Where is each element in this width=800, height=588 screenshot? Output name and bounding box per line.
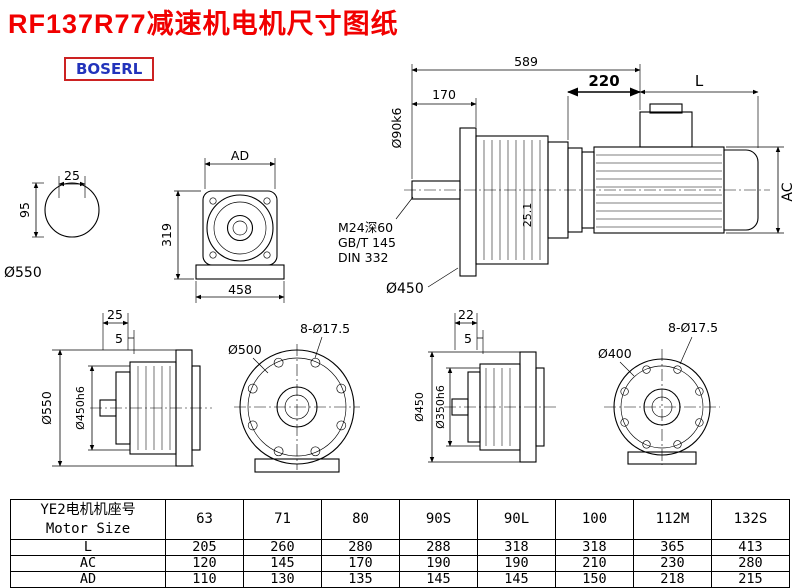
table-header-size: 132S (711, 499, 790, 540)
table-header-size: 63 (165, 499, 244, 540)
cell: 280 (321, 539, 400, 556)
dim-22: 22 (458, 307, 474, 322)
label-holes-right: 8-Ø17.5 (668, 320, 718, 335)
cell: 215 (711, 571, 790, 588)
dim-shaft-height: 95 (17, 202, 32, 218)
main-assembly-view: 589 170 Ø90k6 220 L AC M24深60 GB/T 145 D… (338, 54, 796, 297)
label-dia-400: Ø400 (598, 346, 632, 361)
dim-shaft-width: 25 (64, 168, 80, 183)
gearbox-front-view: AD 319 458 (159, 148, 285, 303)
dim-25-1: 25.1 (521, 203, 534, 228)
gearbox-housing (475, 135, 549, 265)
dim-319: 319 (159, 223, 174, 247)
technical-drawing: 25 95 Ø550 AD 319 458 (4, 54, 796, 473)
table-header-size: 80 (321, 499, 400, 540)
table-header-en: Motor Size (45, 520, 131, 537)
table-header-motor-size: YE2电机机座号 Motor Size (10, 499, 166, 540)
dim-fit-450: Ø450h6 (74, 386, 87, 430)
cell: 145 (243, 555, 322, 572)
shaft-section-circle (44, 182, 100, 238)
label-flange-450: Ø450 (386, 281, 424, 297)
dim-458: 458 (228, 282, 252, 297)
gearbox-side-view-left: 25 5 Ø550 Ø450h6 (39, 307, 212, 467)
dim-25: 25 (107, 307, 123, 322)
cell: 190 (477, 555, 556, 572)
table-row-l: L 205 260 280 288 318 318 365 413 (10, 539, 790, 556)
label-thread: M24深60 (338, 220, 393, 235)
cell: 130 (243, 571, 322, 588)
dim-170: 170 (432, 87, 456, 102)
page-title: RF137R77减速机电机尺寸图纸 (8, 9, 399, 39)
cell: 365 (633, 539, 712, 556)
dim-589: 589 (514, 54, 538, 69)
dim-5: 5 (115, 331, 123, 346)
label-dia-500: Ø500 (228, 342, 262, 357)
dim-shaft-dia: Ø90k6 (389, 107, 404, 148)
fan-cover (723, 149, 759, 231)
output-flange (459, 127, 477, 277)
table-row-ac: AC 120 145 170 190 190 210 230 280 (10, 555, 790, 572)
cell: 135 (321, 571, 400, 588)
table-row-ad: AD 110 130 135 145 145 150 218 215 (10, 571, 790, 588)
cell: 230 (633, 555, 712, 572)
table-header-size: 71 (243, 499, 322, 540)
motor-size-table: YE2电机机座号 Motor Size 63 71 80 90S 90L 100… (10, 499, 790, 588)
cell: 288 (399, 539, 478, 556)
row-label: L (10, 539, 166, 556)
table-header-size: 100 (555, 499, 634, 540)
dim-220: 220 (588, 72, 619, 90)
dim-l: L (695, 72, 704, 90)
dim-ad: AD (231, 148, 249, 163)
cell: 210 (555, 555, 634, 572)
cell: 260 (243, 539, 322, 556)
table-header-size: 90S (399, 499, 478, 540)
cell: 280 (711, 555, 790, 572)
cell: 190 (399, 555, 478, 572)
cell: 145 (399, 571, 478, 588)
label-gbt145: GB/T 145 (338, 235, 396, 250)
cell: 170 (321, 555, 400, 572)
dim-od-550: Ø550 (39, 391, 54, 425)
table-header-size: 112M (633, 499, 712, 540)
brand-logo: BOSERL (64, 57, 155, 81)
dim-fit-350: Ø350h6 (434, 385, 447, 429)
label-holes-left: 8-Ø17.5 (300, 321, 350, 336)
dim-ac: AC (780, 182, 796, 201)
cell: 110 (165, 571, 244, 588)
cell: 318 (555, 539, 634, 556)
shaft-section-view: 25 95 Ø550 (4, 168, 100, 281)
table-header-cn: YE2电机机座号 (40, 502, 136, 519)
flange-view-right: Ø400 8-Ø17.5 (598, 320, 720, 465)
cell: 205 (165, 539, 244, 556)
label-diameter-550: Ø550 (4, 265, 42, 281)
label-din332: DIN 332 (338, 250, 389, 265)
dim-5: 5 (464, 331, 472, 346)
cell: 120 (165, 555, 244, 572)
dim-od-450: Ø450 (413, 392, 426, 422)
gearbox-side-view-right: 22 5 Ø450 Ø350h6 (413, 307, 556, 463)
cell: 150 (555, 571, 634, 588)
cell: 318 (477, 539, 556, 556)
flange-view-left: Ø500 8-Ø17.5 (228, 321, 360, 473)
cell: 218 (633, 571, 712, 588)
cell: 145 (477, 571, 556, 588)
terminal-box (639, 111, 693, 148)
table-header-size: 90L (477, 499, 556, 540)
row-label: AC (10, 555, 166, 572)
table-header-row: YE2电机机座号 Motor Size 63 71 80 90S 90L 100… (10, 499, 790, 540)
cell: 413 (711, 539, 790, 556)
row-label: AD (10, 571, 166, 588)
